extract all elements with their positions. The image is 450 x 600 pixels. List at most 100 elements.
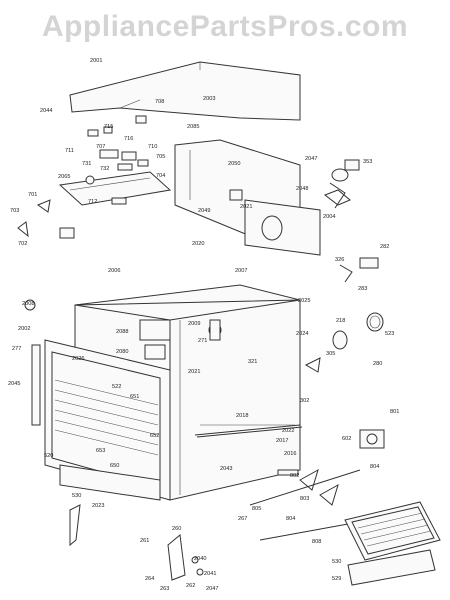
callout-282: 282: [380, 244, 389, 250]
callout-2023: 2023: [92, 503, 104, 509]
rotisserie-spit[interactable]: [249, 468, 371, 541]
callout-653: 653: [96, 448, 105, 454]
callout-261: 261: [140, 538, 149, 544]
callout-271: 271: [198, 338, 207, 344]
control-bracket[interactable]: [58, 149, 172, 206]
callout-labels: 2001 2003 2044 708 715 711 707 2085 2050…: [8, 58, 399, 592]
callout-702: 702: [18, 241, 27, 247]
side-trim-strip[interactable]: [31, 344, 41, 426]
kick-panel[interactable]: [59, 464, 161, 501]
oven-door[interactable]: [44, 339, 171, 501]
callout-707: 707: [96, 144, 105, 150]
fan-housing-panel[interactable]: [244, 199, 321, 256]
callout-2026: 2026: [72, 356, 84, 362]
callout-2006: 2006: [108, 268, 120, 274]
watermark: AppliancePartsPros.com: [41, 10, 409, 43]
callout-2047: 2047: [305, 156, 317, 162]
callout-2004: 2004: [323, 214, 335, 220]
callout-2049: 2049: [198, 208, 210, 214]
callout-277: 277: [12, 346, 21, 352]
callout-326: 326: [335, 257, 344, 263]
callout-2021b: 2021: [188, 369, 200, 375]
callout-731: 731: [82, 161, 91, 167]
callout-2047b: 2047: [206, 586, 218, 592]
callout-704: 704: [156, 173, 165, 179]
callout-2008: 2008: [22, 301, 34, 307]
callout-2048: 2048: [296, 186, 308, 192]
callout-651: 651: [130, 394, 139, 400]
callout-715: 715: [104, 124, 113, 130]
callout-710: 710: [148, 144, 157, 150]
callout-2018: 2018: [236, 413, 248, 419]
callout-2043: 2043: [220, 466, 232, 472]
callout-280: 280: [373, 361, 382, 367]
callout-305: 305: [326, 351, 335, 357]
callout-283: 283: [358, 286, 367, 292]
misc-clips[interactable]: [17, 199, 75, 311]
callout-703: 703: [10, 208, 19, 214]
callout-520: 520: [44, 453, 53, 459]
callout-716: 716: [124, 136, 133, 142]
callout-802: 802: [290, 473, 299, 479]
callout-260: 260: [172, 526, 181, 532]
callout-2009: 2009: [188, 321, 200, 327]
oven-light[interactable]: [304, 312, 384, 373]
callout-705: 705: [156, 154, 165, 160]
callout-2041: 2041: [204, 571, 216, 577]
callout-522: 522: [112, 384, 121, 390]
callout-218: 218: [336, 318, 345, 324]
callout-2044: 2044: [40, 108, 52, 114]
callout-2002: 2002: [18, 326, 30, 332]
callout-321: 321: [248, 359, 257, 365]
thermostat-parts[interactable]: [87, 115, 149, 205]
callout-701: 701: [28, 192, 37, 198]
callout-2024: 2024: [296, 331, 308, 337]
callout-732: 732: [100, 166, 109, 172]
callout-2085: 2085: [187, 124, 199, 130]
callout-2016: 2016: [284, 451, 296, 457]
callout-803: 803: [300, 496, 309, 502]
callout-2065: 2065: [58, 174, 70, 180]
callout-712: 712: [88, 199, 97, 205]
callout-650: 650: [110, 463, 119, 469]
callout-523: 523: [385, 331, 394, 337]
callout-2050: 2050: [228, 161, 240, 167]
callout-2045: 2045: [8, 381, 20, 387]
callout-262: 262: [186, 583, 195, 589]
door-hinges[interactable]: [69, 504, 204, 581]
top-cover-panel[interactable]: [69, 61, 301, 121]
callout-801: 801: [390, 409, 399, 415]
broil-pan[interactable]: [344, 501, 441, 586]
callout-2003: 2003: [203, 96, 215, 102]
callout-2017: 2017: [276, 438, 288, 444]
callout-2080: 2080: [116, 349, 128, 355]
callout-2020: 2020: [192, 241, 204, 247]
callout-2088: 2088: [116, 329, 128, 335]
callout-808: 808: [312, 539, 321, 545]
callout-530b: 530: [332, 559, 341, 565]
convection-fan[interactable]: [323, 159, 360, 209]
callout-530: 530: [72, 493, 81, 499]
callout-708: 708: [155, 99, 164, 105]
callout-805: 805: [252, 506, 261, 512]
broil-element[interactable]: [194, 424, 303, 438]
callout-2021: 2021: [240, 204, 252, 210]
callout-2025: 2025: [298, 298, 310, 304]
callout-2001: 2001: [90, 58, 102, 64]
rotisserie-motor[interactable]: [359, 429, 385, 449]
callout-804: 804: [370, 464, 379, 470]
callout-602: 602: [342, 436, 351, 442]
callout-2022: 2022: [282, 428, 294, 434]
callout-529: 529: [332, 576, 341, 582]
callout-711: 711: [65, 148, 74, 154]
callout-302: 302: [300, 398, 309, 404]
terminal-block[interactable]: [339, 257, 379, 283]
callout-264: 264: [145, 576, 154, 582]
callout-353: 353: [363, 159, 372, 165]
callout-804b: 804: [286, 516, 295, 522]
callout-267: 267: [238, 516, 247, 522]
callout-263: 263: [160, 586, 169, 592]
callout-652: 652: [150, 433, 159, 439]
callout-2007: 2007: [235, 268, 247, 274]
